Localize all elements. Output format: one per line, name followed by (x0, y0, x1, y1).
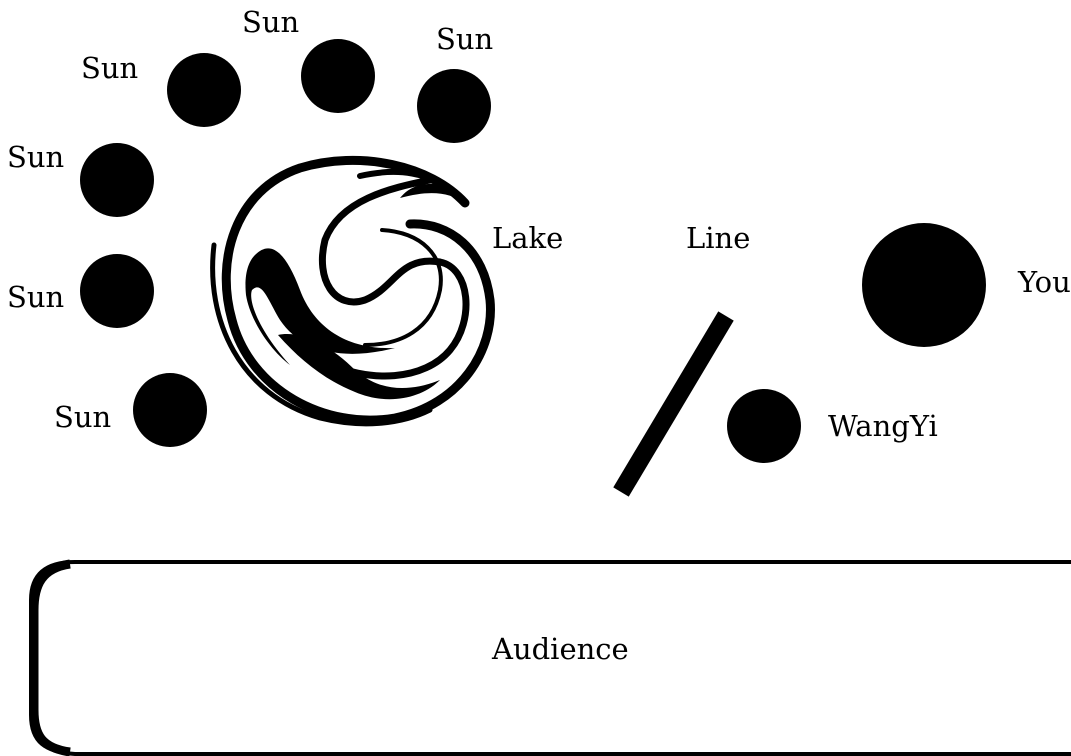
line-bar (621, 316, 726, 492)
sun-label: Sun (436, 22, 493, 56)
audience-area-edge (34, 564, 70, 752)
sun-marker (80, 254, 154, 328)
swirl-blade (278, 334, 440, 399)
wangyi-marker (727, 389, 801, 463)
you-marker (862, 223, 986, 347)
line-label: Line (686, 221, 750, 255)
sun-label: Sun (7, 280, 64, 314)
sun-label: Sun (242, 5, 299, 39)
lake-label: Lake (492, 221, 563, 255)
sun-marker (417, 69, 491, 143)
sun-label: Sun (54, 400, 111, 434)
audience-label: Audience (491, 632, 629, 666)
sun-marker (133, 373, 207, 447)
sun-marker (301, 39, 375, 113)
sun-marker (167, 53, 241, 127)
sun-marker (80, 143, 154, 217)
sun-label: Sun (7, 140, 64, 174)
wangyi-label: WangYi (828, 409, 938, 443)
you-label: You (1017, 265, 1071, 299)
sun-label: Sun (81, 51, 138, 85)
